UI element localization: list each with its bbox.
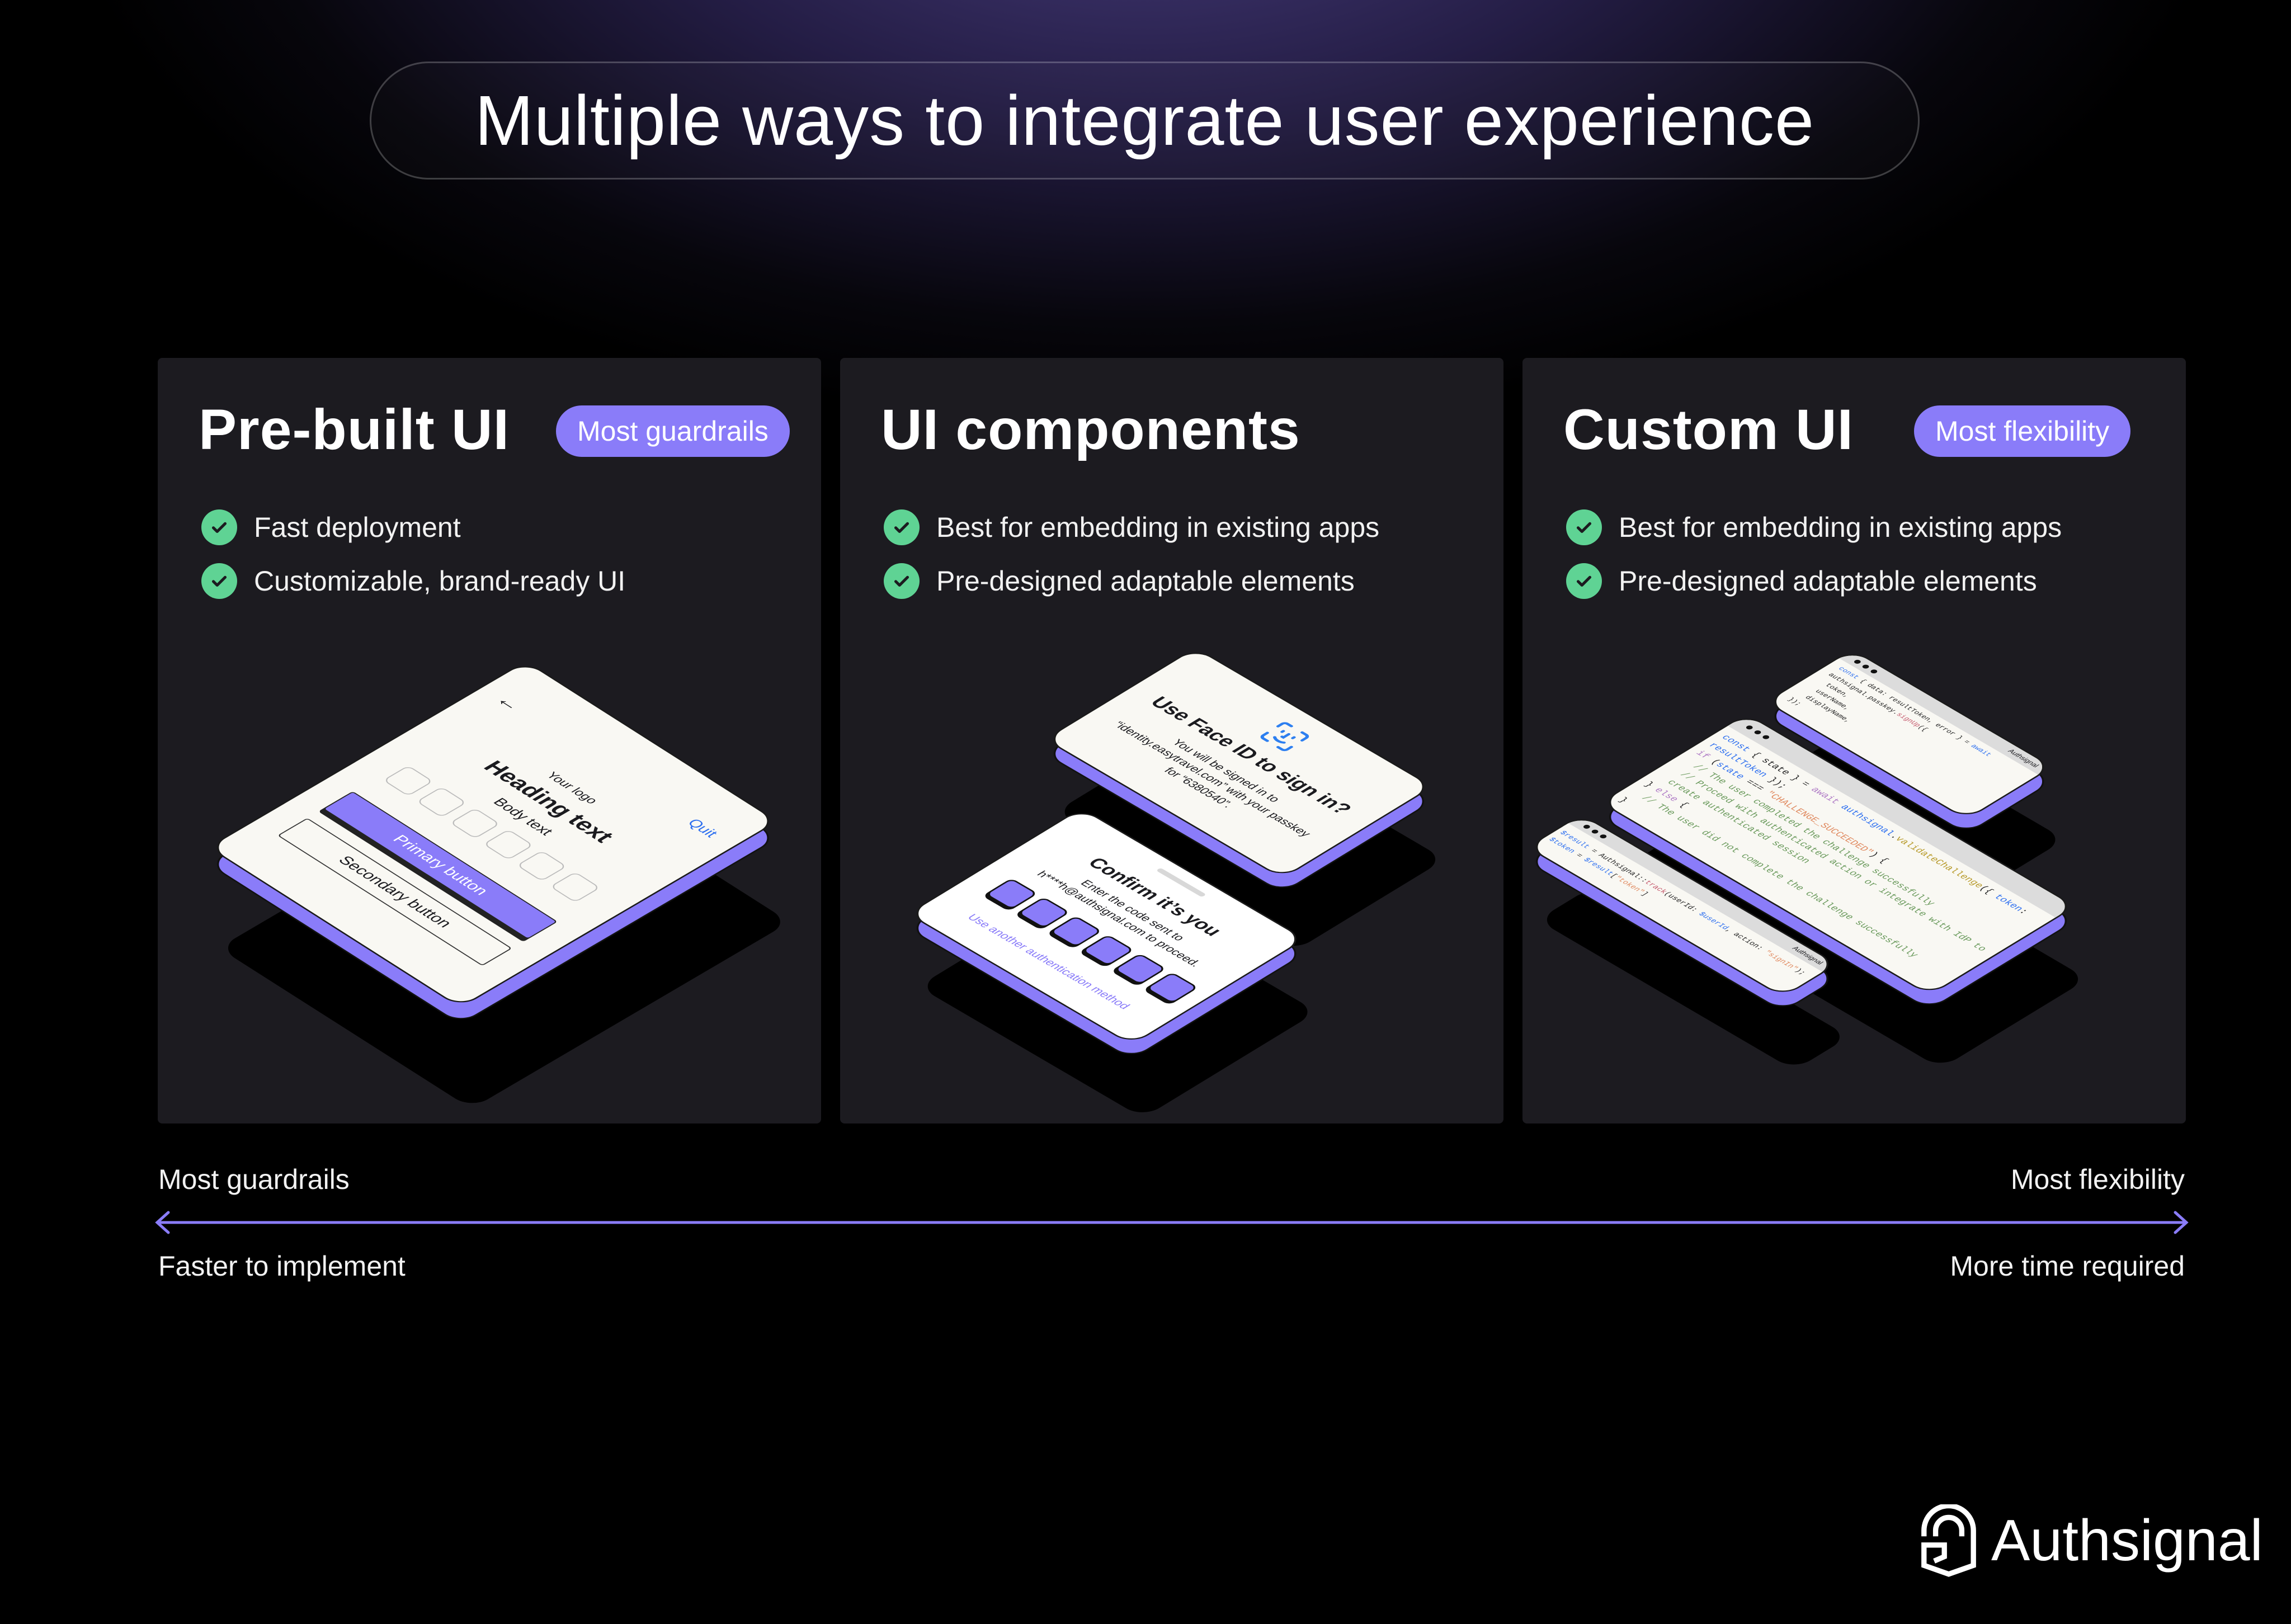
scale-right-bottom: More time required [1950, 1250, 2185, 1282]
card-ui-components: UI components Best for embedding in exis… [840, 358, 1503, 1123]
scale-right-top: Most flexibility [2010, 1164, 2185, 1195]
bullet-list: Best for embedding in existing apps Pre-… [1566, 501, 2062, 608]
window-dots-icon [1582, 824, 1608, 839]
otp-box[interactable] [449, 808, 501, 839]
otp-box[interactable] [383, 765, 434, 796]
face-id-icon [1250, 717, 1317, 757]
check-icon [201, 563, 237, 599]
bullet-item: Best for embedding in existing apps [884, 501, 1379, 554]
window-dots-icon [1745, 725, 1771, 740]
card-title: Pre-built UI [199, 398, 510, 461]
check-icon [201, 509, 237, 545]
scale-left-top: Most guardrails [158, 1164, 350, 1195]
bullet-list: Best for embedding in existing apps Pre-… [884, 501, 1379, 608]
authsignal-logo: Authsignal [1920, 1504, 2263, 1577]
otp-box[interactable] [516, 850, 567, 882]
brand-name: Authsignal [1991, 1508, 2263, 1573]
quit-link[interactable]: Quit [684, 816, 722, 840]
bullet-item: Pre-designed adaptable elements [884, 554, 1379, 608]
card-title: UI components [881, 398, 1300, 461]
check-icon [884, 509, 920, 545]
bullet-item: Fast deployment [201, 501, 625, 554]
double-arrow-scale [155, 1211, 2189, 1234]
badge-most-flexibility: Most flexibility [1914, 405, 2131, 457]
otp-box[interactable] [416, 786, 467, 818]
authsignal-shield-icon [1921, 1504, 1976, 1577]
card-prebuilt-ui: Pre-built UI Most guardrails Fast deploy… [158, 358, 821, 1123]
title-pill: Multiple ways to integrate user experien… [370, 62, 1920, 180]
scale-left-bottom: Faster to implement [158, 1250, 406, 1282]
check-icon [1566, 509, 1602, 545]
card-title: Custom UI [1563, 398, 1854, 461]
code-brand-mark: Authsignal [2006, 748, 2041, 769]
otp-box[interactable] [483, 829, 534, 861]
check-icon [1566, 563, 1602, 599]
check-icon [884, 563, 920, 599]
arrow-left-icon[interactable]: ← [490, 691, 529, 715]
page-title: Multiple ways to integrate user experien… [474, 81, 1815, 160]
bullet-item: Pre-designed adaptable elements [1566, 554, 2062, 608]
bullet-item: Best for embedding in existing apps [1566, 501, 2062, 554]
bullet-list: Fast deployment Customizable, brand-read… [201, 501, 625, 608]
bullet-item: Customizable, brand-ready UI [201, 554, 625, 608]
card-custom-ui: Custom UI Most flexibility Best for embe… [1522, 358, 2186, 1123]
badge-most-guardrails: Most guardrails [556, 405, 790, 457]
otp-box[interactable] [549, 871, 601, 903]
